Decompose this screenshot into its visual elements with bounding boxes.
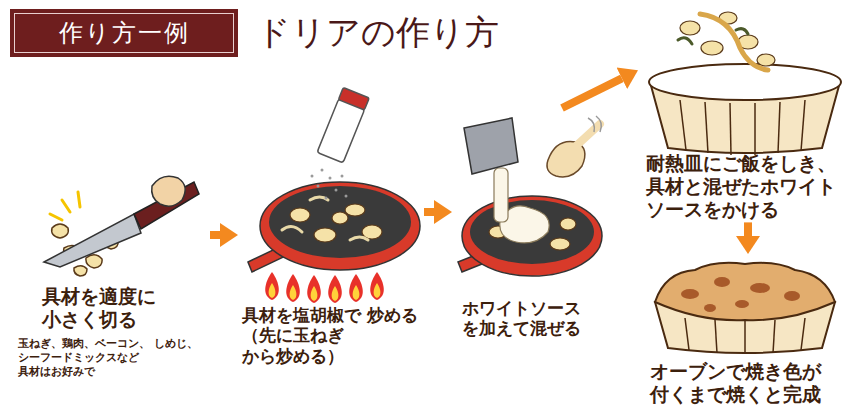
step-caption: 具材を適度に 小さく切る (42, 285, 166, 331)
step-box: ホワイトソース を加えて混ぜる (454, 110, 604, 339)
salt-dots (311, 169, 348, 200)
knife-blade (44, 214, 141, 267)
sauce-stream (700, 14, 768, 70)
pan (462, 196, 602, 276)
dish-slats (685, 318, 805, 354)
step-caption: 耐熱皿にご飯をしき、 具材と混ぜたホワイト ソースをかける (646, 152, 848, 220)
falling-ingredients (680, 12, 775, 66)
pan (260, 182, 420, 270)
diagram-title: ドリアの作り方 (256, 10, 499, 54)
pan-inside (269, 186, 411, 258)
flow-arrow (562, 78, 622, 108)
rice (649, 64, 841, 100)
knife-illustration (44, 176, 199, 276)
gratin-top (655, 263, 835, 320)
sauce-pan-illustration (458, 116, 602, 276)
step-box: 具材を適度に 小さく切る玉ねぎ、鶏肉、ベーコン、 しめじ、シーフードミックスなど… (12, 150, 208, 379)
step-box: オーブンで焼き色が 付くまで焼くと完成 (640, 256, 856, 406)
baking-dish-illustration (649, 12, 841, 155)
onion-strips (282, 197, 368, 240)
banner-label: 作り方一例 (49, 13, 200, 54)
flow-arrow (424, 208, 434, 216)
step-caption: ホワイトソース を加えて混ぜる (462, 298, 592, 339)
ingredients (290, 204, 382, 242)
dish-slats (680, 100, 805, 155)
step-box: 耐熱皿にご飯をしき、 具材と混ぜたホワイト ソースをかける (640, 6, 856, 220)
salt-shaker (317, 88, 369, 163)
frying-pan-illustration (248, 88, 420, 303)
hand (152, 176, 186, 206)
spatula-stem (494, 168, 508, 222)
flow-arrow (210, 231, 220, 239)
mushroom-strips (678, 29, 748, 44)
baked-doria-illustration (655, 263, 835, 354)
section-banner: 作り方一例 (10, 9, 238, 57)
step-caption: 具材を塩胡椒で 炒める（先に玉ねぎ から炒める） (242, 305, 422, 366)
ladle-handle (576, 124, 600, 146)
pan-inside (470, 200, 594, 264)
spark-lines (50, 192, 80, 220)
browned-spots (681, 277, 800, 312)
step-note: 玉ねぎ、鶏肉、ベーコン、 しめじ、シーフードミックスなど 具材はお好みで (18, 337, 202, 380)
step-box: 具材を塩胡椒で 炒める（先に玉ねぎ から炒める） (240, 90, 422, 366)
motion-lines (588, 116, 601, 132)
spatula-blade (464, 118, 518, 174)
flow-arrow (744, 222, 752, 236)
step-caption: オーブンで焼き色が 付くまで焼くと完成 (650, 360, 834, 406)
